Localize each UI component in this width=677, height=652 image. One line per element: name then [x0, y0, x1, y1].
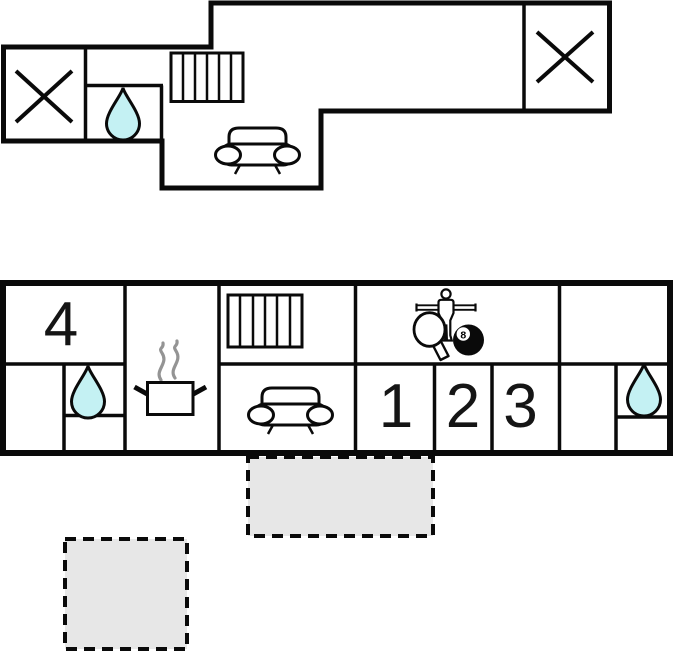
- room-1-number: 1: [379, 372, 413, 441]
- crossed-window-icon: [535, 30, 595, 84]
- crossed-window-icon: [14, 69, 74, 124]
- water-drop-icon: [104, 87, 142, 142]
- water-drop-icon: [625, 363, 663, 418]
- billiard-ball-number: 8: [460, 329, 466, 341]
- ground-floor-inner-walls: [3, 284, 670, 452]
- billiard-8-ball-icon: 8: [453, 324, 484, 356]
- terraces: [63, 455, 435, 651]
- ground-floor-outline: [0, 280, 673, 456]
- staircase-icon: [169, 51, 245, 103]
- room-3-number: 3: [503, 372, 537, 441]
- upper-floor-outline: [1, 0, 612, 191]
- room-4-number: 4: [44, 290, 78, 359]
- room-2-number: 2: [446, 372, 480, 441]
- terrace-2: [63, 537, 189, 651]
- ground-floor: 4: [0, 280, 673, 456]
- upper-floor-inner-walls: [83, 3, 526, 141]
- table-tennis-paddle-icon: [412, 311, 450, 362]
- sofa-icon: [214, 126, 301, 175]
- game-room-icons: 8: [412, 288, 484, 362]
- upper-floor: [1, 0, 612, 191]
- cooking-pot-icon: [133, 339, 208, 416]
- sofa-icon: [247, 386, 334, 435]
- staircase-icon: [226, 293, 304, 349]
- terrace-1: [246, 455, 435, 538]
- water-drop-icon: [69, 365, 107, 420]
